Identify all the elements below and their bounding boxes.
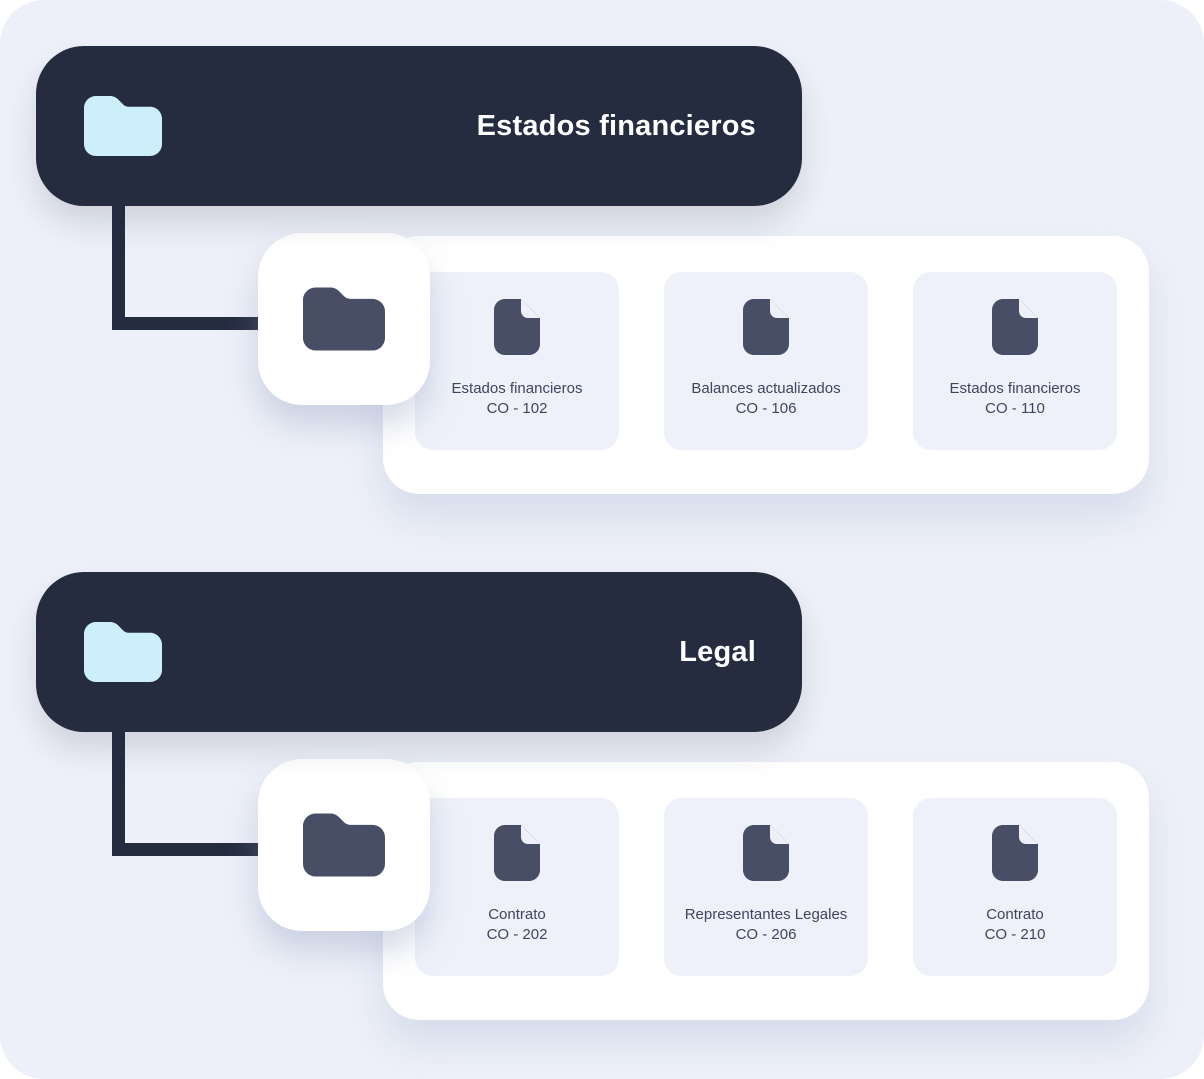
documents-panel: Contrato CO - 202 Representantes Legales…	[383, 762, 1149, 1020]
folder-title: Legal	[679, 635, 756, 668]
document-code: CO - 206	[735, 926, 797, 943]
tree-connector-horizontal	[112, 317, 264, 330]
tree-connector-horizontal	[112, 843, 264, 856]
document-label: Representantes Legales CO - 206	[685, 905, 848, 945]
document-name: Contrato	[986, 906, 1044, 923]
document-name: Balances actualizados	[691, 380, 841, 397]
document-label: Contrato CO - 202	[487, 905, 548, 945]
document-card[interactable]: Representantes Legales CO - 206	[664, 798, 868, 976]
folder-icon	[303, 813, 385, 877]
document-code: CO - 110	[985, 400, 1045, 417]
document-code: CO - 202	[486, 926, 548, 943]
document-label: Estados financieros CO - 110	[950, 379, 1081, 419]
folder-header-legal[interactable]: Legal	[36, 572, 802, 732]
document-card[interactable]: Contrato CO - 202	[415, 798, 619, 976]
document-icon	[743, 299, 789, 355]
document-icon	[992, 299, 1038, 355]
document-name: Representantes Legales	[684, 906, 848, 923]
document-label: Contrato CO - 210	[985, 905, 1046, 945]
folder-icon	[84, 96, 162, 156]
document-label: Balances actualizados CO - 106	[691, 379, 840, 419]
folder-header-estados-financieros[interactable]: Estados financieros	[36, 46, 802, 206]
section-legal: Legal Contrato CO - 2	[0, 572, 1204, 1032]
document-icon	[743, 825, 789, 881]
documents-panel: Estados financieros CO - 102 Balances ac…	[383, 236, 1149, 494]
document-code: CO - 210	[984, 926, 1046, 943]
section-estados-financieros: Estados financieros Estados fin	[0, 46, 1204, 506]
subfolder-node[interactable]	[258, 759, 430, 931]
document-icon	[992, 825, 1038, 881]
document-code: CO - 106	[735, 400, 797, 417]
document-card[interactable]: Estados financieros CO - 102	[415, 272, 619, 450]
folder-icon	[84, 622, 162, 682]
document-name: Estados financieros	[451, 380, 583, 397]
folder-icon	[303, 287, 385, 351]
tree-connector-vertical	[112, 728, 125, 856]
document-card[interactable]: Balances actualizados CO - 106	[664, 272, 868, 450]
document-card[interactable]: Estados financieros CO - 110	[913, 272, 1117, 450]
tree-connector-vertical	[112, 202, 125, 330]
subfolder-node[interactable]	[258, 233, 430, 405]
document-icon	[494, 299, 540, 355]
document-name: Estados financieros	[949, 380, 1081, 397]
document-card[interactable]: Contrato CO - 210	[913, 798, 1117, 976]
document-icon	[494, 825, 540, 881]
document-name: Contrato	[488, 906, 546, 923]
document-label: Estados financieros CO - 102	[452, 379, 583, 419]
folder-title: Estados financieros	[476, 109, 756, 142]
document-code: CO - 102	[486, 400, 548, 417]
